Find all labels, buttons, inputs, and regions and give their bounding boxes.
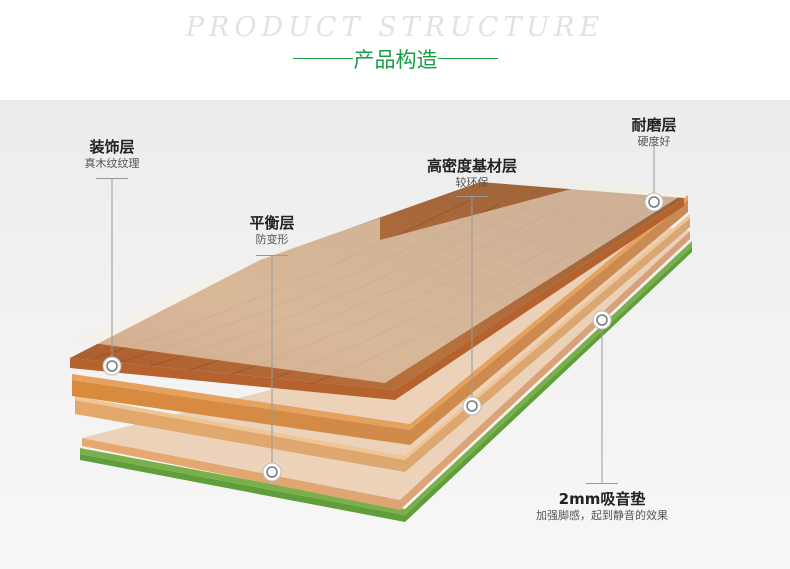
label-decor-layer: 装饰层 真木纹纹理 [62,138,162,171]
english-title: PRODUCT STRUCTURE [185,12,605,43]
title-rule-right [438,58,498,59]
label-balance-layer: 平衡层 防变形 [222,214,322,247]
decor-layer-subtitle: 真木纹纹理 [84,157,140,170]
wear-layer [70,182,690,383]
label-hdf-layer: 高密度基材层 较环保 [402,157,542,190]
product-illustration: 装饰层 真木纹纹理 平衡层 防变形 高密度基材层 较环保 耐磨层 硬度好 2mm… [0,100,790,569]
hdf-layer-title: 高密度基材层 [426,157,517,175]
label-sound-pad: 2mm吸音垫 加强脚感，起到静音的效果 [512,490,692,523]
title-rule-left [293,58,353,59]
callout-markers [102,192,664,482]
hdf-layer-subtitle: 较环保 [455,176,489,189]
wear-layer-title: 耐磨层 [631,116,677,134]
sound-pad-subtitle: 加强脚感，起到静音的效果 [536,509,668,522]
balance-layer-subtitle: 防变形 [255,233,289,246]
chinese-title: 产品构造 [353,48,438,72]
chinese-title-row: 产品构造 [0,44,790,74]
label-wear-layer: 耐磨层 硬度好 [614,116,694,149]
sound-pad-title: 2mm吸音垫 [558,490,646,508]
header: PRODUCT STRUCTURE 产品构造 [0,0,790,100]
floor-layers-illustration [70,144,692,522]
decor-layer-title: 装饰层 [89,138,135,156]
wear-layer-subtitle: 硬度好 [637,135,671,148]
balance-layer-title: 平衡层 [249,214,295,232]
